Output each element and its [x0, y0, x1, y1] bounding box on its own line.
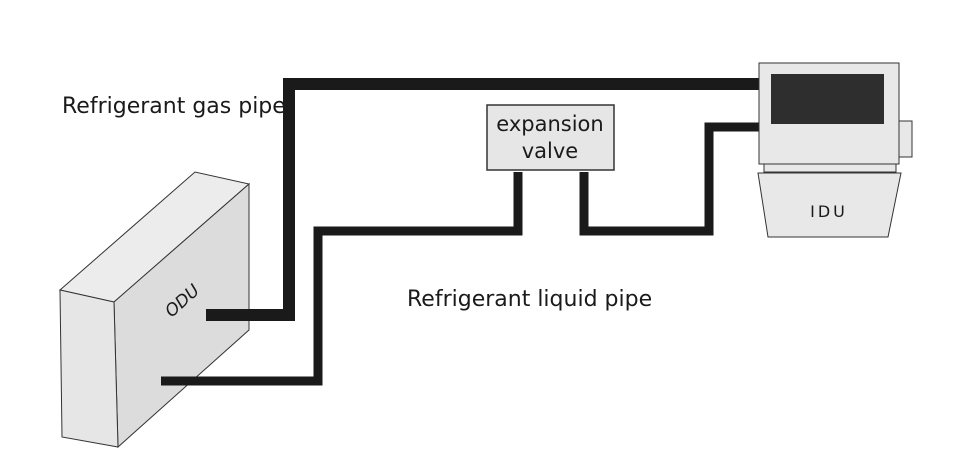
- liquid-pipe-label: Refrigerant liquid pipe: [407, 287, 652, 312]
- expansion-valve: expansion valve: [486, 104, 615, 171]
- liquid-pipe-odu-side: [161, 172, 523, 386]
- expansion-valve-label-line1: expansion: [496, 112, 603, 136]
- idu-lower-body: [757, 172, 902, 238]
- idu-side-port: [898, 120, 913, 158]
- idu-display-screen: [771, 74, 884, 124]
- idu-neck: [763, 163, 897, 173]
- indoor-unit: IDU: [757, 62, 913, 238]
- idu-label: IDU: [810, 202, 848, 221]
- gas-pipe-label: Refrigerant gas pipe: [62, 94, 286, 119]
- gas-pipe: [206, 78, 763, 321]
- expansion-valve-box: [486, 104, 615, 171]
- odu-front-face: [59, 289, 119, 448]
- expansion-valve-label-line2: valve: [522, 139, 578, 163]
- liquid-pipe-idu-side: [579, 122, 763, 236]
- outdoor-unit: ODU: [58, 171, 251, 449]
